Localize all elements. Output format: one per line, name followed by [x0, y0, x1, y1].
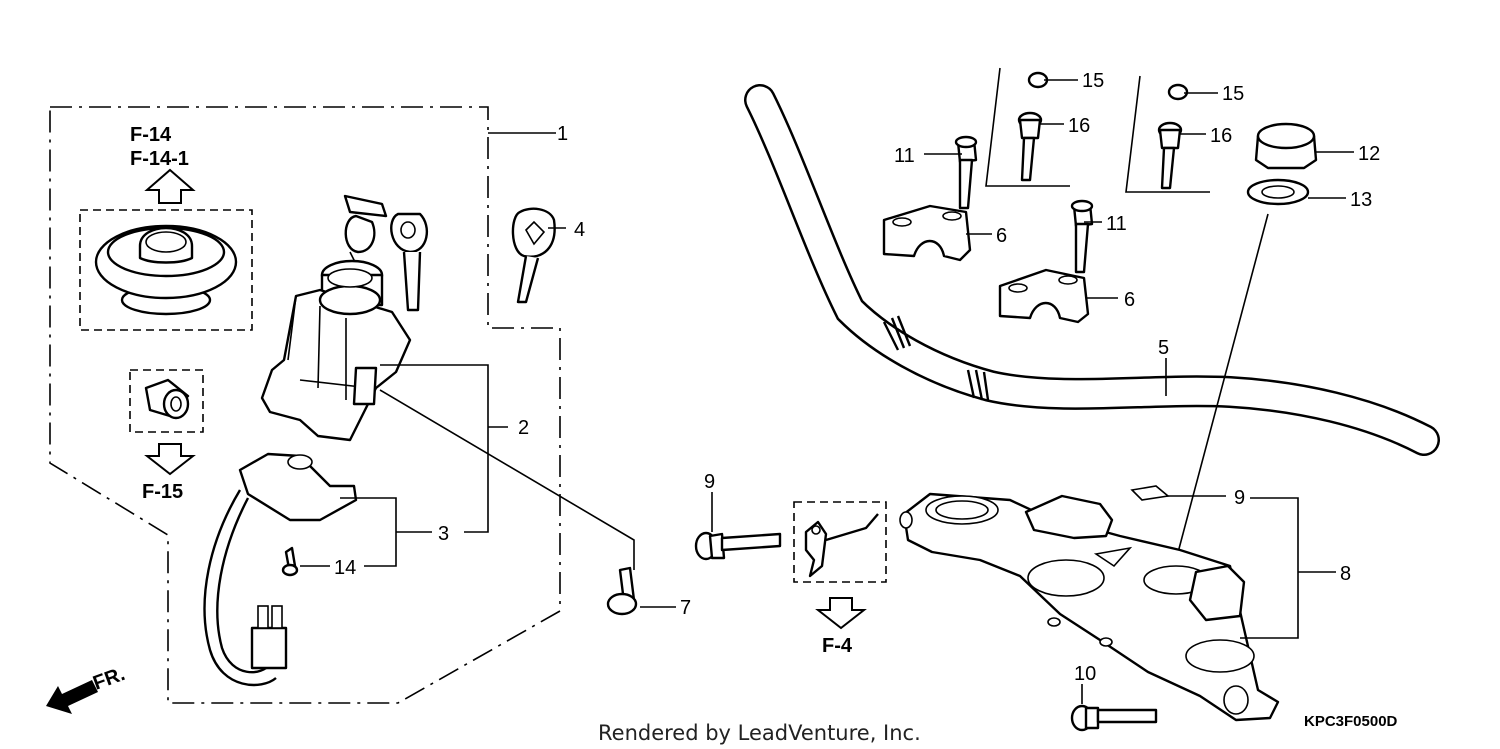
holder-upper-b — [998, 268, 1090, 324]
callout-2: 2 — [518, 417, 529, 439]
ref-f14-1: F-14-1 — [130, 148, 189, 170]
callout-14: 14 — [334, 557, 356, 579]
bolt-9-a — [694, 531, 782, 561]
cap-15-b — [1167, 83, 1189, 101]
bolt-16-b — [1157, 121, 1183, 190]
arrow-down-icon-2 — [815, 597, 867, 630]
callout-7: 8 — [1340, 563, 1351, 585]
plate-8 — [1130, 485, 1170, 501]
holder-upper-a — [882, 204, 972, 262]
callout-1: 1 — [557, 123, 568, 145]
screw-14 — [281, 546, 299, 577]
fuel-cap — [94, 224, 238, 316]
bolt-11-b — [1070, 199, 1094, 274]
ref-f15: F-15 — [142, 481, 183, 503]
ref-f14: F-14 — [130, 124, 172, 146]
wire-guide-box — [793, 501, 887, 583]
direction-label: FR. — [90, 663, 128, 695]
top-bridge — [899, 492, 1280, 722]
screw-10 — [606, 566, 638, 616]
callout-12: 12 — [1358, 143, 1380, 165]
callout-8: 9 — [1234, 487, 1245, 509]
key-set — [343, 194, 429, 312]
handlebar — [744, 84, 1440, 456]
callout-9-a: 9 — [704, 471, 715, 493]
callout-4: 4 — [574, 219, 585, 241]
front-direction-icon — [46, 680, 98, 714]
callout-9-b: 10 — [1074, 663, 1096, 685]
bolt-16-a — [1017, 111, 1043, 182]
bolt-11-a — [954, 135, 978, 210]
callout-5: 5 — [1158, 337, 1169, 359]
callout-15-a: 15 — [1082, 70, 1104, 92]
fuel-cap-box — [79, 209, 253, 331]
callout-11-a: 11 — [894, 145, 915, 167]
key-cylinder-box — [129, 369, 204, 433]
key-cylinder — [144, 378, 190, 420]
arrow-up-icon — [144, 168, 196, 204]
callout-10: 7 — [680, 597, 691, 619]
wire-guide — [804, 513, 879, 578]
footer-credit: Rendered by LeadVenture, Inc. — [598, 721, 921, 745]
callout-13: 13 — [1350, 189, 1372, 211]
arrow-down-icon — [144, 443, 196, 476]
bolt-9-b — [1070, 704, 1158, 732]
ignition-switch — [260, 259, 412, 442]
callout-6-a: 6 — [996, 225, 1007, 247]
kit-outline — [49, 106, 561, 704]
callout-3: 3 — [438, 523, 449, 545]
spare-key — [511, 207, 556, 304]
callout-15-b: 15 — [1222, 83, 1244, 105]
ref-f4: F-4 — [822, 635, 853, 657]
callout-16-b: 16 — [1210, 125, 1232, 147]
callout-6-b: 6 — [1124, 289, 1135, 311]
stem-nut-12 — [1254, 122, 1318, 170]
switch-harness — [203, 452, 358, 687]
callout-11-b: 11 — [1106, 213, 1127, 235]
washer-13 — [1246, 178, 1310, 206]
callout-16-a: 16 — [1068, 115, 1090, 137]
diagram-code: KPC3F0500D — [1304, 713, 1398, 730]
